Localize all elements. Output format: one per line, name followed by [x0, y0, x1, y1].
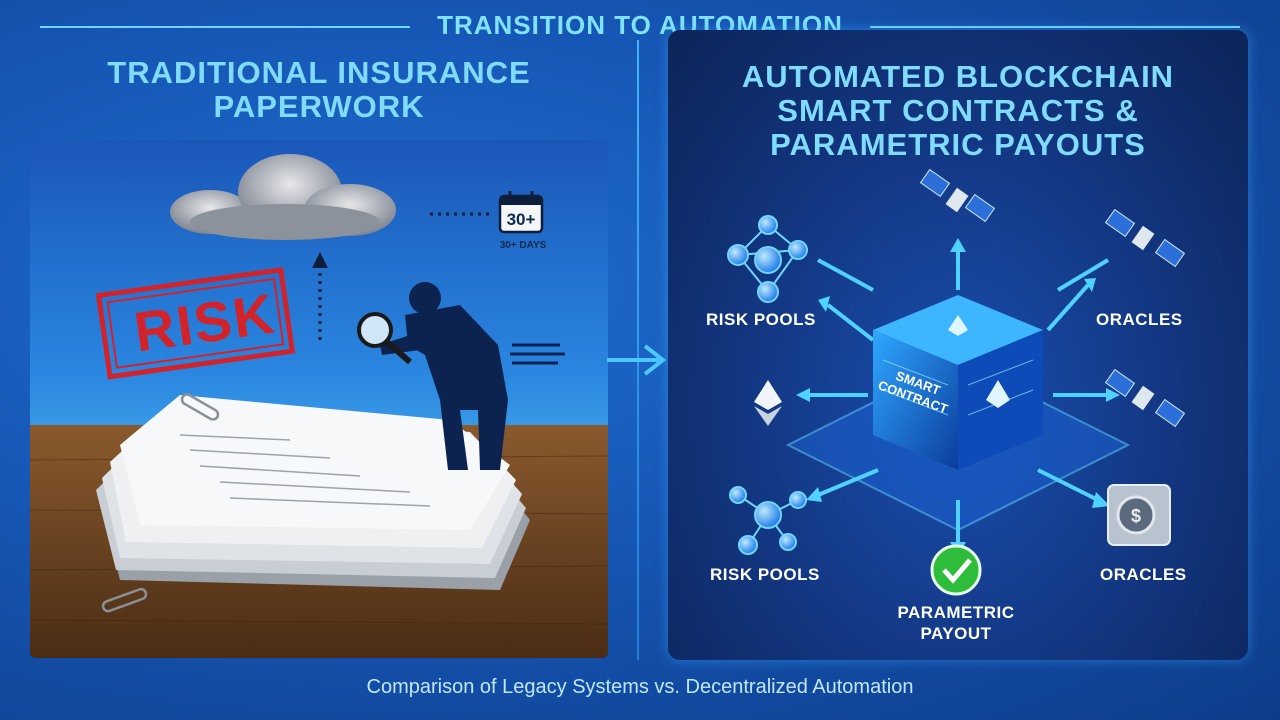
satellite-icon: [1104, 368, 1186, 428]
label-risk-pools-bottom: RISK POOLS: [710, 565, 820, 584]
calendar-days-value: 30+: [506, 210, 536, 229]
paperwork-illustration: [30, 154, 608, 658]
right-title-line-1: AUTOMATED BLOCKCHAIN: [741, 59, 1175, 94]
right-title-line-2: SMART CONTRACTS &: [777, 93, 1139, 128]
ethereum-icon: [754, 380, 782, 426]
footer-caption: Comparison of Legacy Systems vs. Decentr…: [366, 676, 914, 698]
satellite-icon: [919, 168, 996, 223]
inspector-silhouette: [380, 282, 508, 470]
satellite-icon: [1104, 208, 1186, 268]
automation-panel: $ SMART CONTRACT RISK POOLS ORACLES RISK…: [668, 30, 1248, 660]
legacy-paperwork-panel: RISK 30+ 30+ DAYS: [30, 140, 608, 658]
transition-arrow-icon: [607, 344, 667, 376]
label-parametric-payout: PARAMETRIC PAYOUT: [876, 602, 1036, 644]
paper-stack: [96, 395, 530, 590]
check-icon: [930, 544, 982, 596]
svg-text:$: $: [1131, 506, 1141, 526]
risk-pool-network-icon: [727, 215, 808, 303]
vault-icon: $: [1107, 484, 1171, 546]
left-panel-title: TRADITIONAL INSURANCE PAPERWORK: [30, 56, 608, 124]
calendar-icon: [498, 191, 544, 234]
label-risk-pools-top: RISK POOLS: [706, 310, 816, 329]
left-title-line-1: TRADITIONAL INSURANCE: [107, 55, 531, 90]
risk-pool-network-icon: [729, 486, 807, 555]
panel-divider: [637, 40, 639, 660]
label-oracles-top: ORACLES: [1096, 310, 1183, 329]
magnifying-glass-icon: [357, 312, 412, 365]
right-panel-title: AUTOMATED BLOCKCHAIN SMART CONTRACTS & P…: [668, 60, 1248, 162]
risk-stamp: [95, 267, 296, 380]
smart-contract-diagram: $: [727, 168, 1186, 596]
paperclip-icon: [101, 393, 220, 613]
header-rule-left: [40, 26, 410, 28]
header-rule-right: [870, 26, 1240, 28]
left-title-line-2: PAPERWORK: [213, 89, 425, 124]
storm-cloud-icon: [170, 154, 396, 240]
payout-line-2: PAYOUT: [920, 624, 992, 643]
flow-arrows: [808, 250, 1110, 545]
label-oracles-bottom: ORACLES: [1100, 565, 1187, 584]
smart-contract-cube: [873, 295, 1043, 470]
right-title-line-3: PARAMETRIC PAYOUTS: [770, 127, 1146, 162]
payout-line-1: PARAMETRIC: [897, 603, 1015, 622]
calendar-caption: 30+ DAYS: [499, 240, 547, 251]
